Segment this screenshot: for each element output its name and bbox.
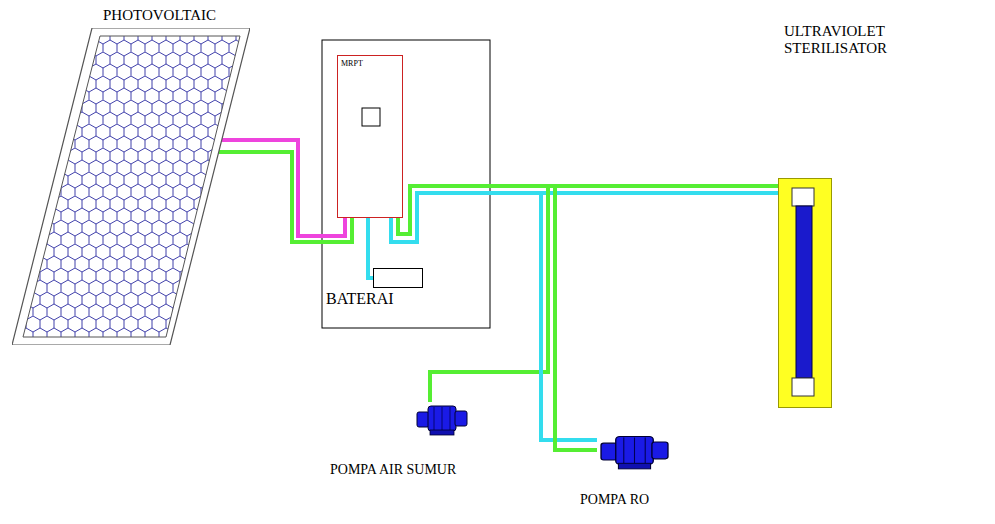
battery-box [373,268,423,288]
controller-box [337,55,403,218]
power-wire [391,193,778,242]
power-wire [398,186,548,402]
node-label: POMPA RO [580,492,649,508]
uv-sterilizer-symbol [778,178,832,408]
ro-pump: POMPA RO [575,430,687,518]
battery: BATERAI [324,266,426,316]
mppt-controller: MRPT [337,55,403,218]
well-pump: POMPA AIR SUMUR [328,400,490,482]
solar-panel: PHOTOVOLTAIC [8,5,258,350]
power-wire [391,193,597,440]
pump-motor-symbol [414,402,470,436]
power-wire [222,140,345,236]
uv-sterilizer-shape [778,178,832,408]
solar-panel-shape [12,28,250,345]
ro-pump-shape [597,432,672,470]
node-label: ULTRAVIOLET STERILISATOR [784,23,934,58]
well-pump-shape [414,402,470,436]
power-wire [398,186,597,450]
solar-panel-outline [12,28,250,345]
mppt-controller-shape [337,55,403,218]
uv-sterilizer: ULTRAVIOLET STERILISATOR [776,20,956,412]
power-wire [368,218,373,278]
battery-shape [373,268,423,288]
pump-motor-symbol [597,432,672,470]
node-label: POMPA AIR SUMUR [330,462,456,478]
power-wire [219,152,352,242]
node-label: PHOTOVOLTAIC [103,7,216,24]
node-label: MRPT [341,59,363,68]
node-label: BATERAI [326,290,394,308]
